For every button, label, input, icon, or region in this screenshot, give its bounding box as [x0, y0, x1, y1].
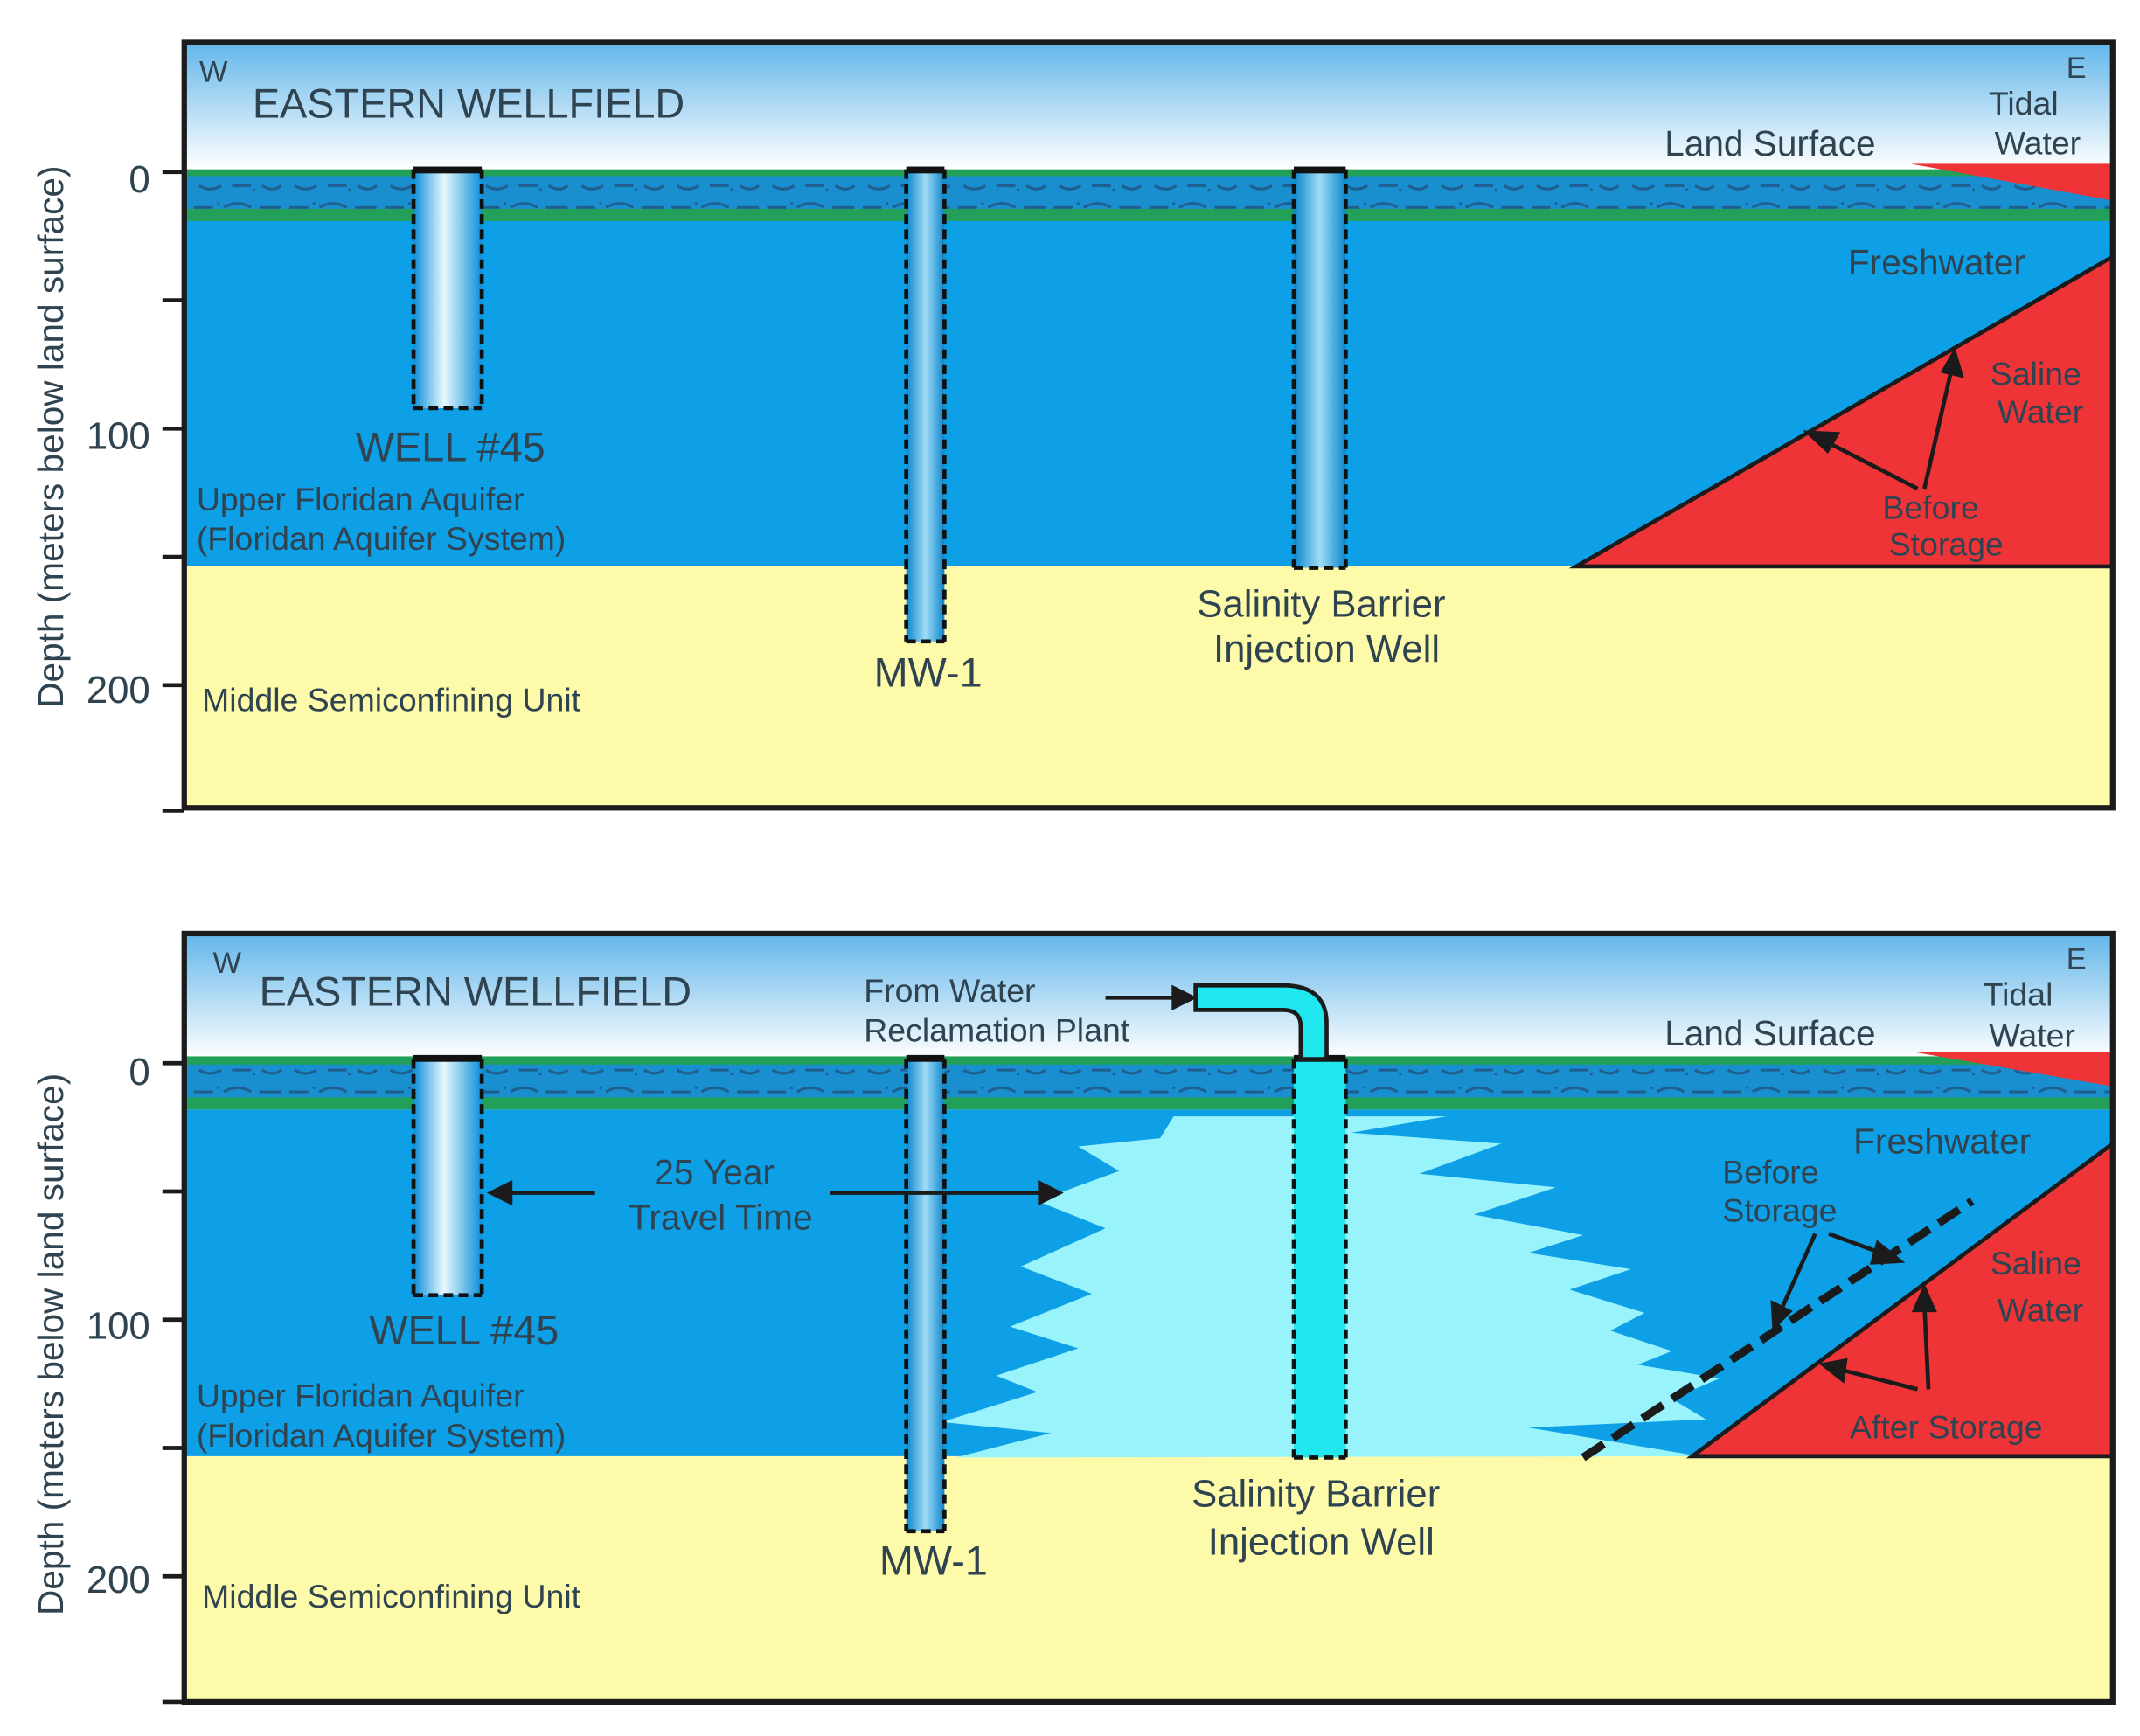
land-surface-label: Land Surface: [1664, 1013, 1875, 1053]
compass-west: W: [213, 947, 242, 980]
well-45-label: WELL #45: [356, 425, 545, 470]
salinity-barrier-casing: [1294, 1059, 1346, 1458]
tick-label-100: 100: [87, 415, 150, 458]
saline-water-label: Saline Water: [1991, 1245, 2091, 1328]
panel-after-storage: W E EASTERN WELLFIELD From Water Reclama…: [31, 930, 2116, 1705]
y-axis-label: Depth (meters below land surface): [31, 1073, 71, 1615]
tick-label-0: 0: [129, 1051, 149, 1094]
panel-title: EASTERN WELLFIELD: [253, 80, 684, 126]
tick-label-200: 200: [87, 669, 150, 712]
confining-unit-area: [184, 1455, 2113, 1702]
depth-axis-top: [162, 170, 184, 813]
panel-title: EASTERN WELLFIELD: [260, 969, 691, 1015]
travel-time-label: 25 Year Travel Time: [629, 1152, 812, 1238]
tidal-water-label: Tidal Water: [1984, 976, 2075, 1054]
compass-west: W: [199, 56, 228, 89]
salinity-barrier-casing: [1294, 169, 1346, 568]
middle-semiconfining-label: Middle Semiconfining Unit: [202, 1578, 581, 1614]
freshwater-label: Freshwater: [1853, 1121, 2031, 1161]
aquifer-label: Upper Floridan Aquifer (Floridan Aquifer…: [197, 1378, 566, 1454]
compass-east: E: [2067, 943, 2087, 976]
mw-1-casing: [906, 1059, 945, 1531]
after-storage-label: After Storage: [1850, 1409, 2043, 1446]
land-surface-label: Land Surface: [1664, 123, 1875, 163]
source-label: From Water Reclamation Plant: [864, 972, 1130, 1048]
tick-label-0: 0: [129, 158, 149, 201]
aquifer-label: Upper Floridan Aquifer (Floridan Aquifer…: [197, 481, 566, 557]
panel-before-storage: W E EASTERN WELLFIELD Tidal Water Land S…: [31, 39, 2116, 813]
tick-label-200: 200: [87, 1559, 150, 1601]
well-45-label: WELL #45: [369, 1308, 559, 1353]
mw-1-label: MW-1: [874, 649, 983, 695]
well-45-casing: [413, 1059, 483, 1295]
after-storage-arrows: [486, 984, 1937, 1392]
before-storage-arrows: [1803, 346, 1964, 491]
salinity-barrier-label: Salinity Barrier Injection Well: [1192, 1473, 1450, 1564]
confining-unit-area: [184, 566, 2113, 809]
tidal-water-label: Tidal Water: [1989, 85, 2081, 161]
tick-label-100: 100: [87, 1305, 150, 1348]
depth-axis-bottom: [162, 1060, 184, 1705]
freshwater-label: Freshwater: [1848, 242, 2025, 282]
compass-east: E: [2067, 52, 2087, 85]
sky-area: [184, 42, 2113, 170]
y-axis-label: Depth (meters below land surface): [31, 166, 71, 708]
before-storage-interface-line: [1581, 1198, 1975, 1462]
reclamation-supply-pipe: [1193, 983, 1329, 1061]
before-storage-label: Before Storage: [1722, 1154, 1837, 1229]
saline-water-label: Saline Water: [1991, 355, 2091, 430]
middle-semiconfining-label: Middle Semiconfining Unit: [202, 681, 581, 718]
mw-1-casing: [906, 169, 945, 642]
well-45-casing: [413, 169, 483, 408]
mw-1-label: MW-1: [879, 1538, 988, 1584]
before-storage-label: Before Storage: [1882, 489, 2003, 562]
salinity-barrier-label: Salinity Barrier Injection Well: [1197, 583, 1456, 671]
